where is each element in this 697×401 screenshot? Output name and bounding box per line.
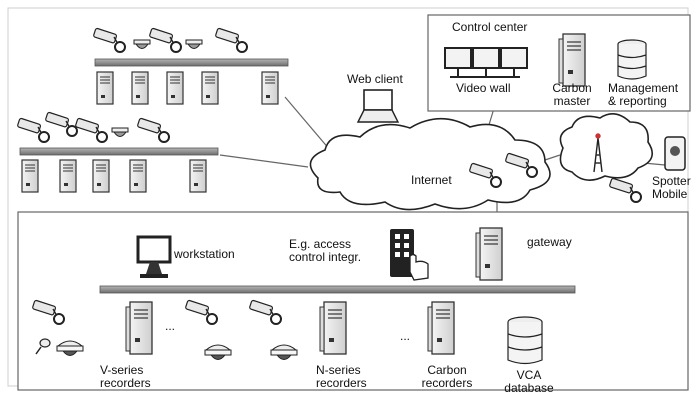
antenna-icon <box>593 133 603 173</box>
ellipsis-label: ... <box>400 329 411 343</box>
control-center-box <box>427 14 691 112</box>
workstation-label: workstation <box>174 247 235 261</box>
server-icon <box>189 159 207 193</box>
web-client-label: Web client <box>347 72 403 86</box>
microphone-icon <box>35 338 51 355</box>
server-icon <box>261 71 279 105</box>
server-icon <box>475 227 503 281</box>
gateway-label: gateway <box>527 235 572 249</box>
ellipsis-label: ... <box>165 319 176 333</box>
laptop-icon <box>356 89 400 123</box>
video-wall-label: Video wall <box>456 81 511 95</box>
monitor-icon <box>136 235 172 278</box>
management-label: Management& reporting <box>608 81 679 108</box>
server-icon <box>92 159 110 193</box>
server-icon <box>59 159 77 193</box>
internet-label: Internet <box>411 173 452 187</box>
server-icon <box>21 159 39 193</box>
site-2 <box>16 111 219 193</box>
server-icon <box>166 71 184 105</box>
server-icon <box>96 71 114 105</box>
site-1 <box>92 27 289 105</box>
control-center-label: Control center <box>452 20 528 34</box>
database-icon <box>507 316 543 365</box>
video-wall-icon <box>444 47 528 78</box>
server-icon <box>201 71 219 105</box>
phone-icon <box>664 136 686 171</box>
cloud-icon <box>559 113 654 181</box>
server-icon <box>558 33 586 87</box>
server-icon <box>427 301 455 355</box>
database-icon <box>617 39 647 80</box>
keypad-icon <box>390 229 429 281</box>
local-site-box <box>17 211 689 391</box>
server-icon <box>319 301 347 355</box>
network-bar <box>99 285 576 294</box>
server-icon <box>125 301 153 355</box>
network-bar <box>94 58 289 67</box>
network-bar <box>19 147 219 156</box>
server-icon <box>129 159 147 193</box>
server-icon <box>131 71 149 105</box>
cloud-icon <box>309 118 551 211</box>
